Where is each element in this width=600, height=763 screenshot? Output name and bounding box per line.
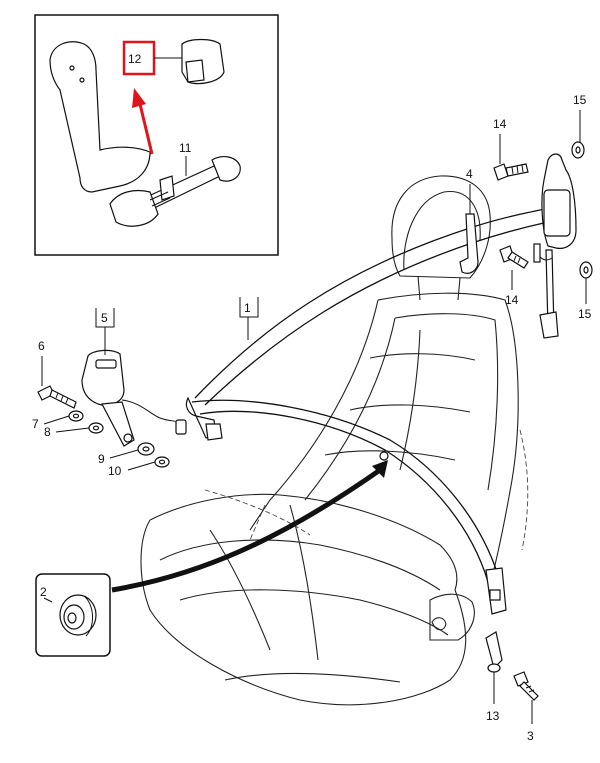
- callout-8: 8: [44, 425, 51, 439]
- bolt-14-upper: [493, 163, 529, 181]
- callout-14-lower: 14: [505, 293, 519, 307]
- washer-15-lower: [579, 261, 593, 279]
- bolt-3: [513, 671, 539, 701]
- buckle-assembly-part: [81, 349, 187, 447]
- callout-10: 10: [108, 464, 122, 478]
- washer-8: [88, 422, 104, 434]
- callout-3: 3: [527, 729, 534, 743]
- zoom-detail-box: [35, 460, 388, 657]
- washer-10: [154, 456, 170, 468]
- fastener-bolt-6: [37, 385, 77, 409]
- callout-2: 2: [40, 585, 47, 599]
- callout-13: 13: [486, 709, 500, 723]
- callout-9: 9: [98, 452, 105, 466]
- callout-4: 4: [466, 167, 473, 181]
- callout-15-upper: 15: [573, 93, 587, 107]
- belt-retractor-part: [533, 153, 577, 339]
- washer-9: [137, 442, 155, 456]
- seat-belt-webbing: [185, 207, 551, 615]
- anchor-plate-13: [485, 631, 503, 673]
- detail-inset: [34, 14, 279, 256]
- callout-7: 7: [32, 417, 39, 431]
- seat-illustration: [140, 175, 529, 706]
- callout-5: 5: [101, 311, 108, 325]
- belt-guide-part: [459, 213, 479, 274]
- leader-lines: [41, 57, 587, 724]
- washer-7: [68, 410, 84, 422]
- callout-11: 11: [179, 141, 192, 155]
- callout-labels: 1 2 3 4 5 6 7 8 9 10 11 12 13 14 14 15 1…: [32, 52, 592, 743]
- callout-6: 6: [38, 339, 45, 353]
- callout-1: 1: [244, 301, 251, 315]
- callout-14-upper: 14: [493, 117, 507, 131]
- washer-15-upper: [571, 141, 585, 159]
- callout-12: 12: [128, 52, 142, 66]
- bolt-14-lower: [499, 245, 529, 269]
- callout-15-lower: 15: [578, 307, 592, 321]
